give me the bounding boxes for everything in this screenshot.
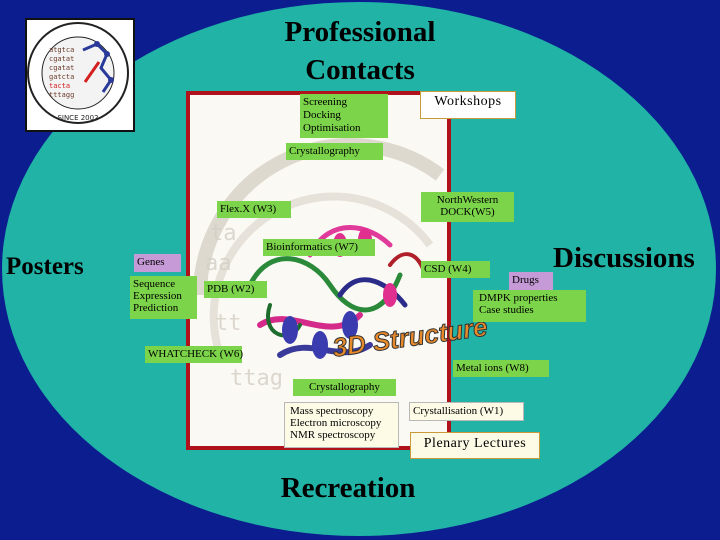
svg-text:atgtca: atgtca <box>49 46 74 54</box>
genes-box: Genes <box>134 254 181 272</box>
dmpk-case-studies-box: DMPK properties Case studies <box>473 290 586 322</box>
spectroscopy-box: Mass spectroscopy Electron microscopy NM… <box>284 402 399 448</box>
title-contacts: Contacts <box>305 54 415 86</box>
csd-w4-box: CSD (W4) <box>421 261 490 278</box>
svg-text:cgatat: cgatat <box>49 55 74 63</box>
svg-text:aa: aa <box>205 251 232 276</box>
logo-seal: SINCE 2002 atgtca cgatat cgatat gatcta t… <box>25 18 135 132</box>
plenary-lectures-box: Plenary Lectures <box>410 432 540 459</box>
svg-text:gatcta: gatcta <box>49 73 74 81</box>
recreation-label: Recreation <box>280 472 416 504</box>
svg-text:tt: tt <box>215 311 242 336</box>
crystallography-top-box: Crystallography <box>286 143 383 160</box>
seal-since-text: SINCE 2002 <box>57 114 98 122</box>
bioinformatics-w7-box: Bioinformatics (W7) <box>263 239 375 256</box>
metal-ions-w8-box: Metal ions (W8) <box>453 360 549 377</box>
drugs-box: Drugs <box>509 272 553 290</box>
svg-text:ta: ta <box>210 221 237 246</box>
pdb-w2-box: PDB (W2) <box>204 281 267 298</box>
whatcheck-w6-box: WHATCHECK (W6) <box>145 346 243 363</box>
svg-text:tttagg: tttagg <box>49 91 74 99</box>
crystallisation-w1-box: Crystallisation (W1) <box>409 402 524 421</box>
svg-text:tacta: tacta <box>49 82 70 90</box>
title-professional: Professional <box>284 16 436 48</box>
seal-emblem-icon: SINCE 2002 atgtca cgatat cgatat gatcta t… <box>27 22 129 124</box>
crystallography-bottom-box: Crystallography <box>293 379 396 396</box>
svg-text:ttag: ttag <box>230 366 283 391</box>
sequence-expression-box: Sequence Expression Prediction <box>130 276 197 319</box>
screening-box: Screening Docking Optimisation <box>300 94 388 138</box>
northwestern-dock-box: NorthWestern DOCK(W5) <box>421 192 514 222</box>
discussions-label: Discussions <box>553 242 695 274</box>
flex-w3-box: Flex.X (W3) <box>217 201 291 218</box>
workshops-box: Workshops <box>420 91 516 119</box>
posters-label: Posters <box>6 253 84 280</box>
svg-text:cgatat: cgatat <box>49 64 74 72</box>
